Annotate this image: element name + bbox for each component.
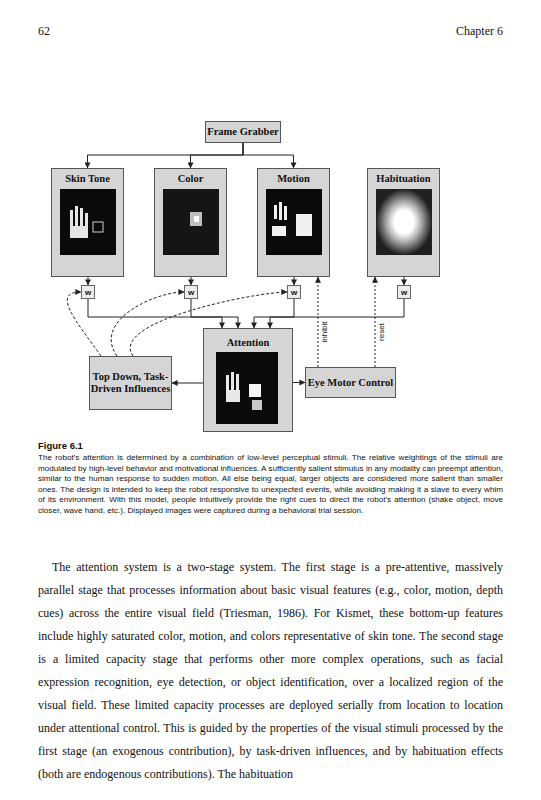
weight-box: w (397, 285, 411, 299)
connector (191, 299, 238, 328)
edge-label: inhibit (320, 322, 329, 343)
page-number: 62 (38, 24, 98, 38)
node-text: Eye Motor Control (306, 377, 395, 389)
connector (243, 143, 294, 168)
node-text: w (188, 288, 194, 297)
connector (318, 277, 319, 367)
feature-map-box: Color (154, 168, 227, 277)
edge-label: reset (377, 323, 386, 341)
connector (88, 277, 89, 285)
weight-box: w (184, 285, 198, 299)
connector (111, 292, 184, 356)
connector (293, 382, 305, 383)
process-box: Frame Grabber (205, 121, 281, 143)
node-text: Attention (204, 329, 292, 349)
attention-box: Attention (203, 328, 293, 432)
node-text: Motion (258, 169, 329, 185)
connector (172, 383, 203, 384)
node-text: Skin Tone (52, 169, 123, 185)
node-text: Top Down, Task-Driven Influences (90, 371, 171, 395)
chapter-header: Chapter 6 (403, 24, 503, 38)
connector (88, 299, 222, 328)
node-text: w (401, 288, 407, 297)
connector (404, 277, 405, 285)
process-box: Top Down, Task-Driven Influences (89, 356, 172, 410)
node-text: w (85, 288, 91, 297)
weight-box: w (81, 285, 95, 299)
weight-box: w (287, 285, 301, 299)
process-box: Eye Motor Control (305, 367, 396, 398)
feature-map-box: Habituation (367, 168, 440, 277)
node-text: w (291, 288, 297, 297)
connector (375, 277, 376, 367)
node-text: Habituation (368, 169, 439, 185)
body-paragraph: The attention system is a two-stage syst… (38, 556, 503, 786)
connector (67, 292, 101, 356)
connector (88, 143, 244, 168)
feature-map-box: Motion (257, 168, 330, 277)
feature-map-box: Skin Tone (51, 168, 124, 277)
connector (191, 277, 192, 285)
node-text: Frame Grabber (206, 126, 280, 138)
figure-number: Figure 6.1 (38, 440, 238, 451)
node-text: Color (155, 169, 226, 185)
connector (294, 277, 295, 285)
connector (254, 299, 294, 328)
connector (191, 143, 244, 168)
figure-caption: The robot's attention is determined by a… (38, 453, 503, 517)
